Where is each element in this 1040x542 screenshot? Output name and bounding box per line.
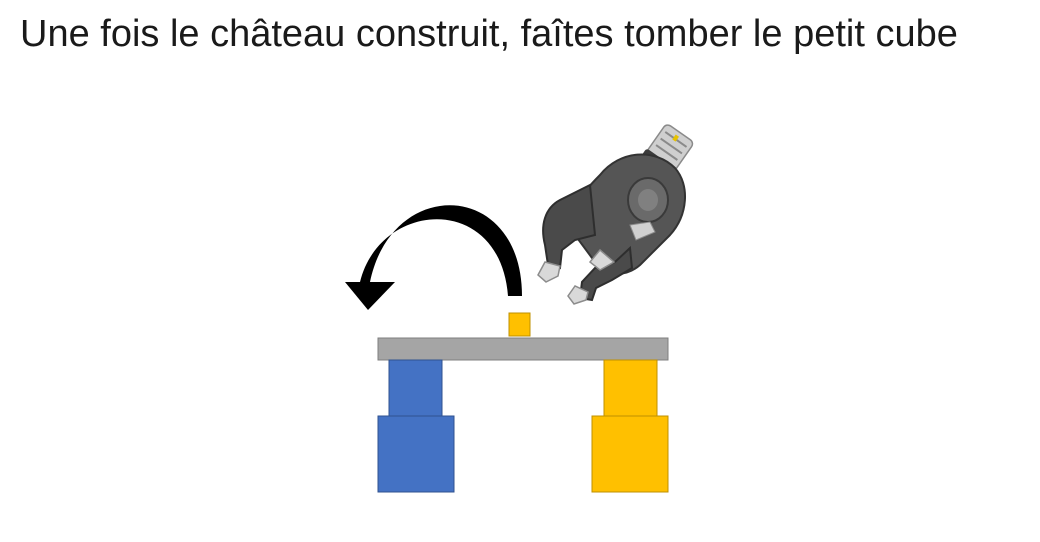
blue-block-bottom <box>377 415 455 493</box>
curved-arrow <box>345 205 522 310</box>
gripper-right-tip <box>567 285 589 305</box>
blue-pillar <box>377 359 455 493</box>
robotic-gripper <box>537 124 694 305</box>
small-cube <box>508 312 531 337</box>
curved-arrow-head <box>345 282 395 310</box>
yellow-block-top <box>603 359 658 417</box>
gripper-right-pad <box>588 248 616 271</box>
gripper-left-tip <box>537 261 561 283</box>
slide-title: Une fois le château construit, faîtes to… <box>20 13 958 55</box>
bridge-plank <box>377 337 669 361</box>
gripper-left-finger <box>542 183 597 270</box>
yellow-pillar <box>591 359 669 493</box>
blue-block-top <box>388 359 443 417</box>
yellow-block-bottom <box>591 415 669 493</box>
curved-arrow-body <box>360 205 522 296</box>
